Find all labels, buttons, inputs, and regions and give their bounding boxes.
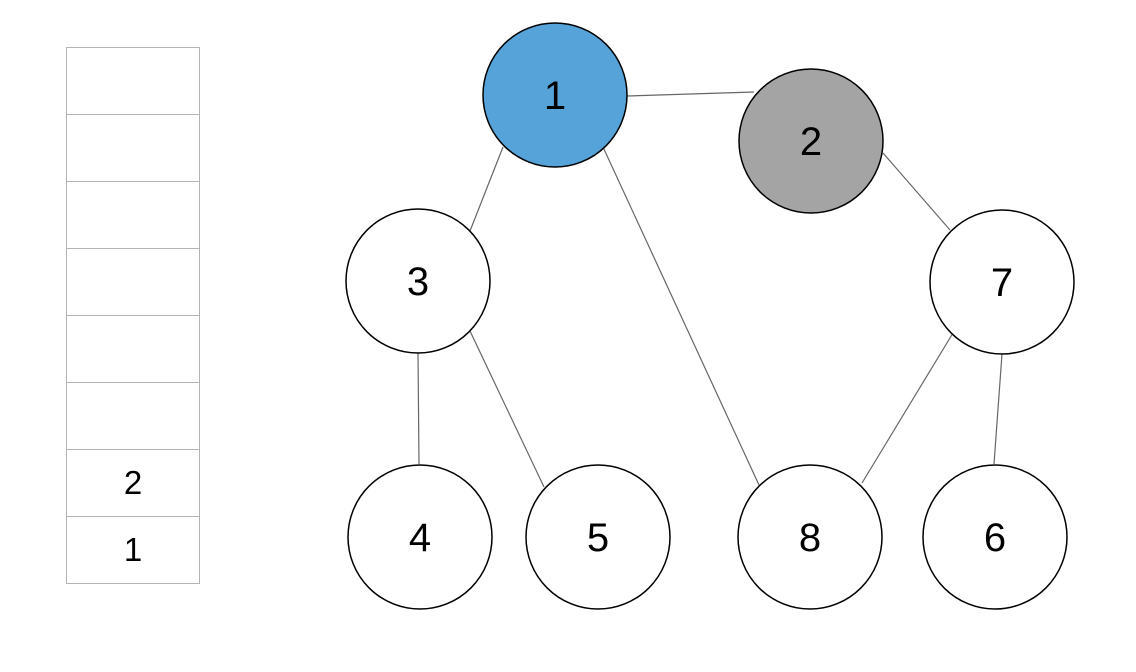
- graph-node-7[interactable]: [929, 209, 1075, 355]
- stack-cell-4: [66, 315, 200, 383]
- graph-edge-7-6: [993, 353, 1003, 465]
- graph-edge-1-8: [602, 146, 760, 486]
- graph-edge-7-8: [861, 332, 954, 484]
- stack-cell-6: 2: [66, 449, 200, 517]
- graph-edge-1-2: [626, 91, 755, 97]
- graph-node-1[interactable]: [482, 22, 628, 168]
- graph-node-5[interactable]: [525, 464, 671, 610]
- graph-node-2[interactable]: [738, 68, 884, 214]
- graph-edge-3-4: [417, 352, 420, 465]
- stack-cell-3: [66, 248, 200, 316]
- stack-cell-1: [66, 114, 200, 182]
- stack-cell-0: [66, 47, 200, 115]
- graph-node-6[interactable]: [922, 464, 1068, 610]
- graph-edge-2-7: [882, 152, 951, 231]
- stack-cell-7: 1: [66, 516, 200, 584]
- graph-node-4[interactable]: [347, 464, 493, 610]
- graph-node-8[interactable]: [737, 464, 883, 610]
- graph-edge-3-5: [469, 330, 545, 488]
- graph-edge-1-3: [469, 146, 504, 232]
- graph-node-3[interactable]: [345, 208, 491, 354]
- stack-cell-5: [66, 382, 200, 450]
